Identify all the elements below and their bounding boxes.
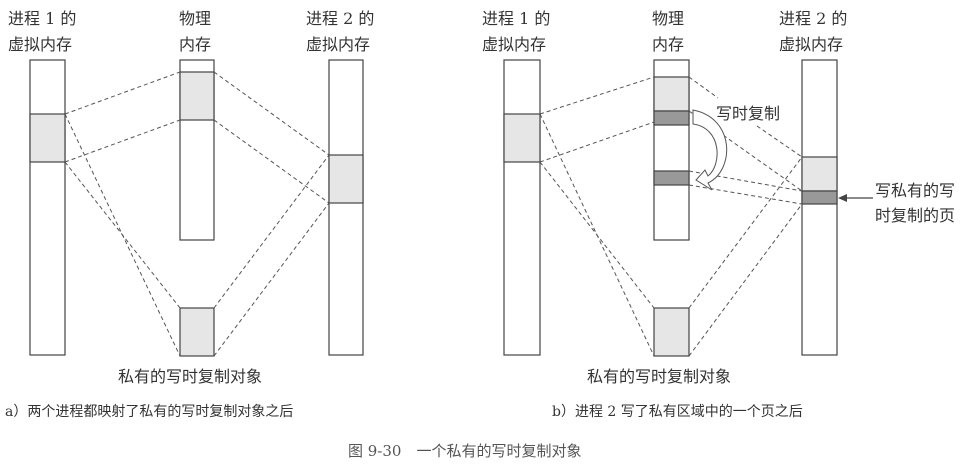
proc2-label-line2: 虚拟内存 xyxy=(779,35,843,54)
phys-label-line2: 内存 xyxy=(179,35,211,54)
proc1-vm-bar xyxy=(503,59,541,356)
written-page-label-line2: 时复制的页 xyxy=(875,206,955,225)
phys-label-line1: 物理 xyxy=(652,9,684,28)
phys-original-page xyxy=(653,110,690,126)
proc2-written-page xyxy=(801,190,838,205)
proc2-shared-area xyxy=(801,156,838,192)
cow-label: 写时复制 xyxy=(716,104,780,123)
object-label: 私有的写时复制对象 xyxy=(118,367,262,386)
phys-copied-page xyxy=(653,170,690,186)
arrow-head-icon xyxy=(838,194,847,202)
proc2-label-line1: 进程 2 的 xyxy=(306,9,374,28)
proc2-shared-area xyxy=(328,154,364,204)
caption-b: b）进程 2 写了私有区域中的一个页之后 xyxy=(552,404,803,420)
phys-label-line1: 物理 xyxy=(179,9,211,28)
proc2-label-line1: 进程 2 的 xyxy=(779,9,847,28)
phys-shared-page xyxy=(179,71,215,121)
panel-a: 进程 1 的 虚拟内存 物理 内存 进程 2 的 虚拟内存 私有的写时复制对象 xyxy=(8,9,374,386)
object-label: 私有的写时复制对象 xyxy=(587,367,731,386)
proc1-shared-area xyxy=(503,113,541,163)
proc1-label-line2: 虚拟内存 xyxy=(482,35,546,54)
proc2-label-line2: 虚拟内存 xyxy=(306,35,370,54)
cow-object xyxy=(653,307,690,357)
proc1-vm-bar xyxy=(29,59,66,356)
mapping-lines xyxy=(64,71,330,357)
caption-a: a）两个进程都映射了私有的写时复制对象之后 xyxy=(5,403,293,420)
proc1-label-line1: 进程 1 的 xyxy=(482,9,550,28)
phys-label-line2: 内存 xyxy=(652,35,684,54)
proc2-vm-bar xyxy=(328,59,364,356)
panel-b: 进程 1 的 虚拟内存 物理 内存 进程 2 的 虚拟内存 写时复制 xyxy=(482,9,955,386)
phys-shared-page xyxy=(653,76,690,112)
cow-object xyxy=(179,307,215,357)
figure-caption: 图 9-30 一个私有的写时复制对象 xyxy=(348,442,581,460)
copy-arrow-icon xyxy=(692,109,728,191)
proc1-label-line1: 进程 1 的 xyxy=(8,9,76,28)
proc1-label-line2: 虚拟内存 xyxy=(8,35,72,54)
written-page-label-line1: 写私有的写 xyxy=(875,181,955,200)
proc2-vm-bar xyxy=(801,59,838,356)
proc1-shared-area xyxy=(29,113,66,163)
